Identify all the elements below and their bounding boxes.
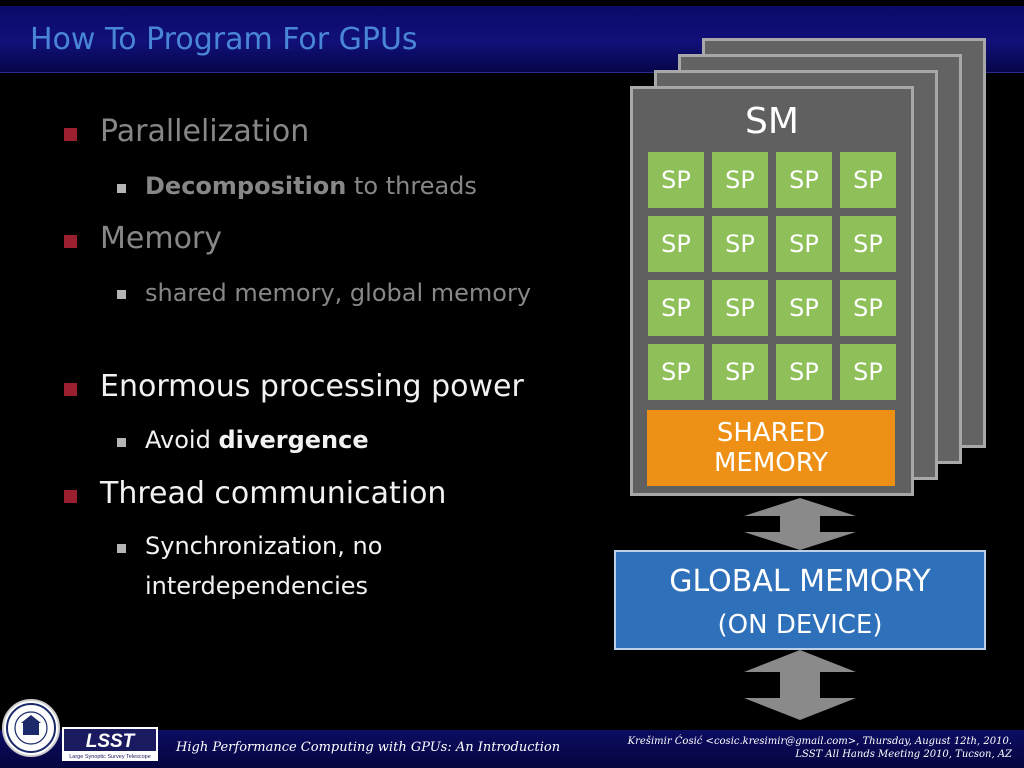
sp-cell: SP (712, 152, 768, 208)
sp-cell: SP (840, 216, 896, 272)
bullet-memory: Memory (100, 221, 223, 256)
sp-cell: SP (712, 280, 768, 336)
bold-term: divergence (218, 426, 369, 454)
shared-memory-line2: MEMORY (713, 448, 829, 478)
sub-bullet-square-icon (117, 184, 126, 193)
sub-bullet-decomposition: Decomposition to threads (145, 172, 477, 200)
bold-term: Decomposition (145, 172, 347, 200)
bullet-parallelization: Parallelization (100, 114, 310, 149)
bullet-square-icon (64, 235, 77, 248)
shared-memory-line1: SHARED (716, 418, 826, 448)
sub-bullet-square-icon (117, 438, 126, 447)
lsst-logo-icon: LSST Large Synoptic Survey Telescope (64, 729, 156, 760)
sp-cell: SP (840, 344, 896, 400)
sp-cell: SP (648, 216, 704, 272)
bullet-square-icon (64, 128, 77, 141)
bullet-processing-power: Enormous processing power (100, 369, 524, 404)
bullet-square-icon (64, 490, 77, 503)
sub-bullet-text: Avoid (145, 426, 219, 454)
sub-bullet-shared-global: shared memory, global memory (145, 279, 532, 307)
sp-cell: SP (840, 152, 896, 208)
sub-bullet-square-icon (117, 290, 126, 299)
lsst-logo-text: LSST (86, 731, 136, 752)
sub-bullet-text: to threads (346, 172, 477, 200)
slide-title: How To Program For GPUs (30, 22, 418, 57)
seal-icon (6, 703, 56, 753)
sp-cell: SP (776, 344, 832, 400)
sub-bullet-synchronization: Synchronization, no (145, 532, 383, 560)
lsst-logo: LSST Large Synoptic Survey Telescope (62, 727, 158, 761)
global-memory-line2: (ON DEVICE) (717, 610, 883, 640)
sub-bullet-interdependencies: interdependencies (145, 572, 369, 600)
sp-cell: SP (648, 280, 704, 336)
sub-bullet-square-icon (117, 544, 126, 553)
footer-bar: High Performance Computing with GPUs: An… (0, 730, 1024, 768)
sp-cell: SP (648, 152, 704, 208)
sp-cell: SP (712, 344, 768, 400)
footer-presentation-title: High Performance Computing with GPUs: An… (176, 740, 561, 755)
footer-author-line: Krešimir Ćosić <cosic.kresimir@gmail.com… (627, 736, 1012, 747)
bullet-square-icon (64, 383, 77, 396)
global-memory-line1: GLOBAL MEMORY (669, 564, 931, 599)
shared-memory-box: SHARED MEMORY (647, 410, 895, 486)
sp-cell: SP (776, 216, 832, 272)
double-arrow-icon (744, 650, 856, 720)
footer-meeting-line: LSST All Hands Meeting 2010, Tucson, AZ (795, 749, 1012, 760)
global-memory-box: GLOBAL MEMORY (ON DEVICE) (614, 550, 986, 650)
university-seal-logo (2, 699, 60, 757)
sp-cell: SP (840, 280, 896, 336)
bullet-thread-communication: Thread communication (100, 476, 447, 511)
sp-cell: SP (776, 152, 832, 208)
sub-bullet-avoid-divergence: Avoid divergence (145, 426, 369, 454)
double-arrow-icon (744, 498, 856, 550)
sp-cell: SP (648, 344, 704, 400)
footer-author-info: Krešimir Ćosić <cosic.kresimir@gmail.com… (628, 735, 1012, 761)
sp-cell: SP (712, 216, 768, 272)
lsst-logo-subtitle: Large Synoptic Survey Telescope (69, 754, 151, 760)
sm-label: SM (745, 101, 799, 142)
sp-cell: SP (776, 280, 832, 336)
